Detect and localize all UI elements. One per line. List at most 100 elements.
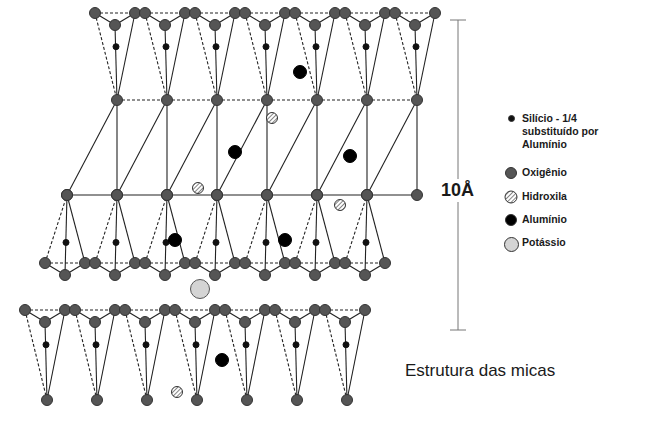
silicon-atom xyxy=(213,44,219,50)
silicon-atom xyxy=(263,239,269,245)
bond-line xyxy=(117,195,135,263)
bond-line xyxy=(317,100,367,195)
legend-text: Silício - 1/4 substituído por Alumínio xyxy=(522,112,622,151)
oxygen-atom xyxy=(380,258,391,269)
oxygen-atom xyxy=(112,95,123,106)
bond-line xyxy=(67,195,85,263)
bond-line xyxy=(115,25,117,100)
bond-line xyxy=(115,195,117,275)
oxygen-atom xyxy=(210,20,221,31)
oxygen-atom xyxy=(112,190,123,201)
oxygen-atom xyxy=(362,190,373,201)
bond-line xyxy=(267,100,317,195)
bond-line xyxy=(167,194,217,195)
bond-line xyxy=(215,25,217,100)
oxygen-atom xyxy=(260,305,271,316)
oxygen-atom xyxy=(92,395,103,406)
bond-line xyxy=(45,195,67,263)
oxygen-atom xyxy=(312,190,323,201)
bond-line xyxy=(267,195,285,263)
oxygen-atom xyxy=(240,317,251,328)
oxygen-atom xyxy=(320,305,331,316)
oxygen-atom xyxy=(312,95,323,106)
oxygen-atom xyxy=(40,258,51,269)
legend-text: Oxigênio xyxy=(522,166,567,179)
legend-swatch xyxy=(508,115,515,122)
bond-line xyxy=(145,322,147,400)
silicon-atom xyxy=(193,342,199,348)
aluminium-atom xyxy=(279,234,292,247)
oxygen-atom xyxy=(330,258,341,269)
bond-line xyxy=(317,99,367,100)
legend-text: Potássio xyxy=(522,236,566,249)
atoms xyxy=(20,8,441,406)
bond-line xyxy=(265,25,267,100)
oxygen-atom xyxy=(212,95,223,106)
oxygen-atom xyxy=(230,258,241,269)
oxygen-atom xyxy=(360,305,371,316)
bond-line xyxy=(95,322,97,400)
bond-line xyxy=(217,100,267,195)
silicon-atom xyxy=(63,239,69,245)
bond-line xyxy=(195,322,197,400)
oxygen-atom xyxy=(170,305,181,316)
silicon-atom xyxy=(263,44,269,50)
bond-line xyxy=(166,100,167,195)
bond-line xyxy=(195,195,217,263)
bond-line xyxy=(117,99,167,100)
silicon-atom xyxy=(213,239,219,245)
oxygen-atom xyxy=(42,395,53,406)
oxygen-atom xyxy=(230,8,241,19)
oxygen-atom xyxy=(162,95,173,106)
dimension-label: 10Å xyxy=(438,179,477,202)
oxygen-atom xyxy=(340,8,351,19)
scale-tick xyxy=(450,20,466,21)
oxygen-atom xyxy=(342,395,353,406)
oxygen-atom xyxy=(160,20,171,31)
potassium-atom xyxy=(191,280,210,299)
bond-line xyxy=(165,195,167,275)
oxygen-atom xyxy=(242,395,253,406)
bond-line xyxy=(295,322,297,400)
oxygen-atom xyxy=(140,8,151,19)
oxygen-atom xyxy=(110,270,121,281)
bond-line xyxy=(245,322,247,400)
oxygen-atom xyxy=(190,317,201,328)
caption-text: Estrutura das micas xyxy=(405,361,555,381)
oxygen-atom xyxy=(280,8,291,19)
aluminium-atom xyxy=(229,146,242,159)
oxygen-atom xyxy=(390,8,401,19)
aluminium-atom xyxy=(294,66,307,79)
oxygen-atom xyxy=(120,305,131,316)
bond-line xyxy=(267,99,317,100)
bond-line xyxy=(117,194,167,195)
bond-line xyxy=(217,194,267,195)
oxygen-atom xyxy=(280,258,291,269)
oxygen-atom xyxy=(162,190,173,201)
bond-line xyxy=(215,195,217,275)
silicon-atom xyxy=(163,44,169,50)
silicon-atom xyxy=(363,44,369,50)
oxygen-atom xyxy=(240,8,251,19)
bond-line xyxy=(67,194,117,195)
oxygen-atom xyxy=(110,20,121,31)
bond-line xyxy=(117,100,167,195)
silicon-atom xyxy=(363,239,369,245)
oxygen-atom xyxy=(190,258,201,269)
oxygen-atom xyxy=(90,258,101,269)
bond-line xyxy=(265,195,267,275)
oxygen-atom xyxy=(340,258,351,269)
bond-line xyxy=(365,25,367,100)
oxygen-atom xyxy=(142,395,153,406)
oxygen-atom xyxy=(180,8,191,19)
oxygen-atom xyxy=(160,270,171,281)
bond-line xyxy=(167,195,185,263)
oxygen-atom xyxy=(162,190,173,201)
silicon-atom xyxy=(343,342,349,348)
oxygen-atom xyxy=(210,305,221,316)
bond-line xyxy=(65,195,67,275)
oxygen-atom xyxy=(90,317,101,328)
bond-line xyxy=(67,100,117,195)
oxygen-atom xyxy=(310,20,321,31)
oxygen-atom xyxy=(262,190,273,201)
